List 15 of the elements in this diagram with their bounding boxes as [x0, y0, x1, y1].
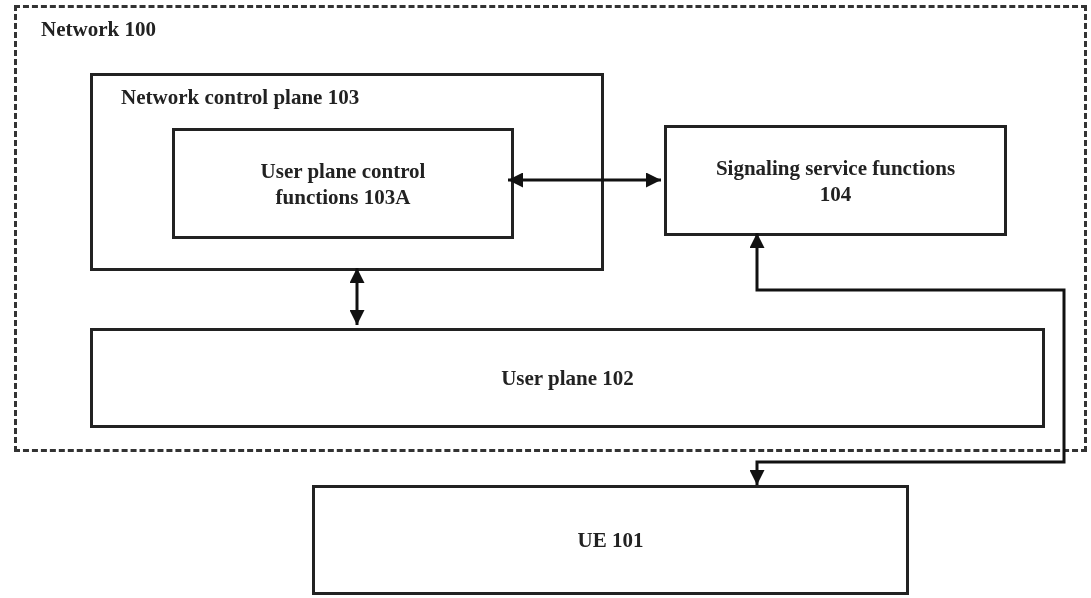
block-label: UE 101: [577, 527, 644, 553]
double-arrow: [749, 233, 1066, 485]
double-arrow: [508, 172, 661, 188]
block-label: User plane control functions 103A: [259, 157, 427, 210]
block-label: Signaling service functions 104: [714, 154, 957, 207]
block-box: [90, 328, 1045, 428]
block-label: Network 100: [41, 17, 156, 41]
block-label: User plane 102: [501, 365, 634, 391]
double-arrow: [349, 268, 365, 325]
block-box: [312, 485, 909, 595]
block-label: Network control plane 103: [121, 85, 360, 109]
block-box: [172, 128, 514, 239]
dashed-boundary-box: [14, 5, 1087, 452]
block-box: [664, 125, 1007, 236]
block-box: [90, 73, 604, 271]
